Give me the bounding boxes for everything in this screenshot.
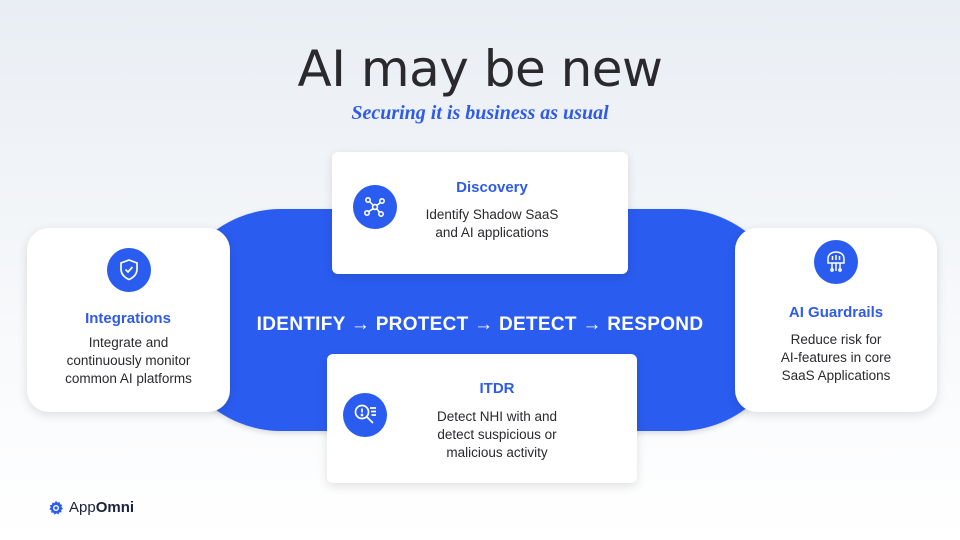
ai-guardrails-title: AI Guardrails [788,304,884,321]
integrations-description: Integrate and continuously monitor commo… [65,335,192,386]
logo-text: AppOmni [69,499,135,516]
integrations-card: Integrations Integrate and continuously … [27,228,230,412]
integrations-title: Integrations [85,310,171,327]
itdr-description: Detect NHI with and detect suspicious or… [436,409,558,460]
itdr-card: ITDR Detect NHI with and detect suspicio… [327,354,637,483]
itdr-title: ITDR [479,380,515,397]
shield-check-icon [107,248,151,292]
discovery-title: Discovery [456,179,528,196]
search-alert-icon [343,393,387,437]
network-nodes-icon [353,185,397,229]
discovery-description: Identify Shadow SaaS and AI applications [425,207,559,240]
process-steps: IDENTIFY → PROTECT → DETECT → RESPOND [256,314,704,335]
gear-logo-icon [49,500,63,515]
ai-guardrails-description: Reduce risk for AI-features in core SaaS… [780,332,892,383]
page-title: AI may be new [297,40,663,98]
page-subtitle: Securing it is business as usual [351,102,609,124]
appomni-logo: AppOmni [48,499,134,516]
ai-guardrails-card: AI Guardrails Reduce risk for AI-feature… [735,228,937,412]
discovery-card: Discovery Identify Shadow SaaS and AI ap… [332,152,628,274]
ai-chip-icon [814,240,858,284]
